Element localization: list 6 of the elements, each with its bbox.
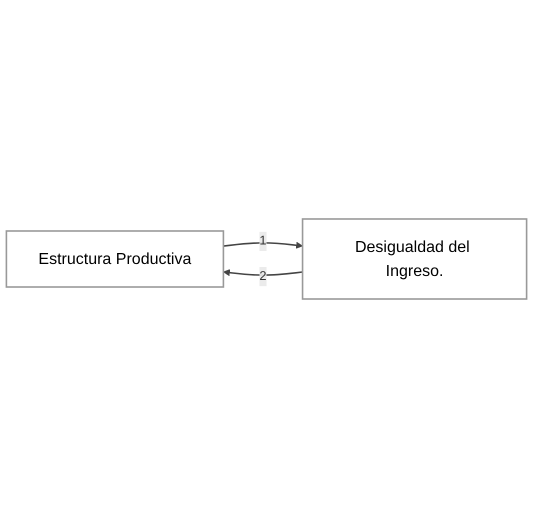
node-box: Estructura Productiva — [6, 230, 224, 288]
edge-label: 1 — [259, 234, 267, 248]
arrow — [223, 242, 303, 249]
node-box: Desigualdad del Ingreso. — [302, 218, 528, 300]
arrow — [223, 269, 303, 276]
edge-label: 2 — [259, 269, 267, 284]
